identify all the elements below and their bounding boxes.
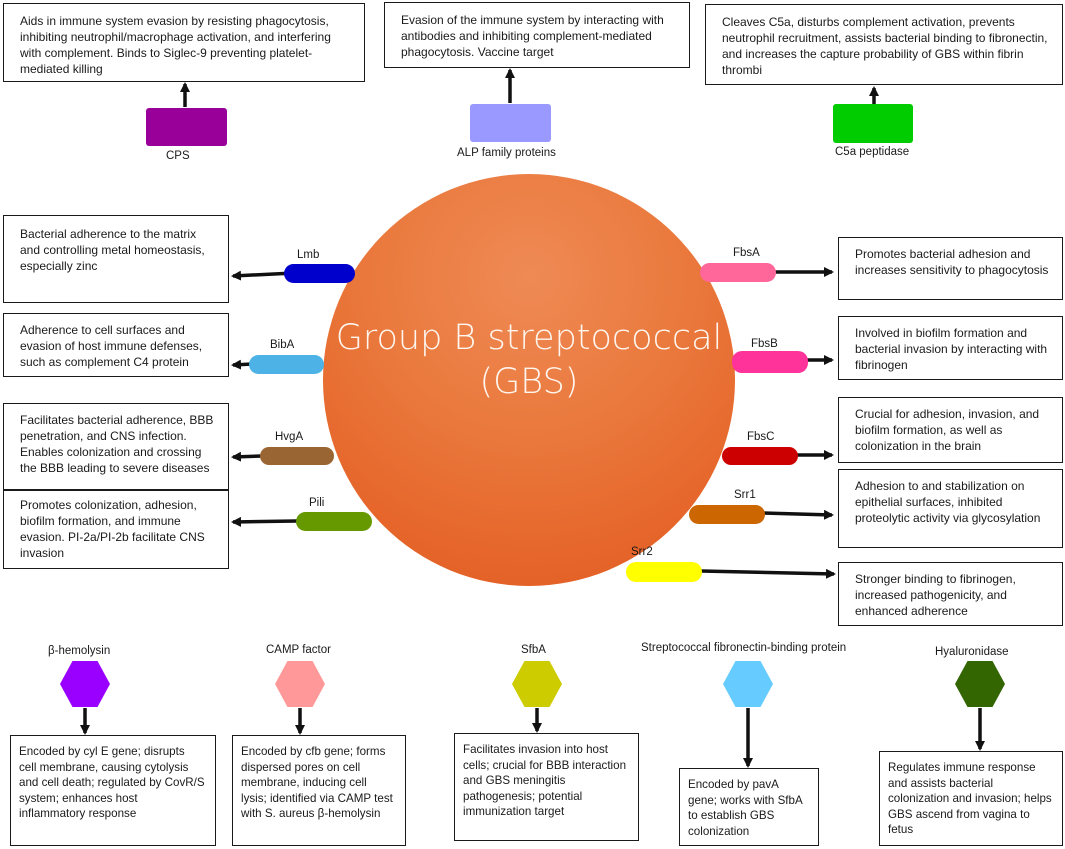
- cps-label: CPS: [166, 150, 190, 162]
- fbsa-node: [700, 263, 776, 282]
- sfba-label: SfbA: [521, 644, 546, 656]
- arrow-lmb: [231, 270, 295, 281]
- camp-description: Encoded by cfb gene; forms dispersed por…: [241, 745, 393, 820]
- lmb-description-box: Bacterial adherence to the matrix and co…: [3, 215, 229, 303]
- srr1-description: Adhesion to and stabilization on epithel…: [855, 479, 1041, 525]
- fbsa-description-box: Promotes bacterial adhesion and increase…: [838, 237, 1063, 300]
- srr2-description-box: Stronger binding to fibrinogen, increase…: [838, 562, 1063, 626]
- c5a-label: C5a peptidase: [835, 146, 910, 158]
- fbsc-node: [722, 447, 798, 465]
- cps-node: [146, 108, 227, 146]
- alp-label: ALP family proteins: [457, 147, 556, 159]
- hvga-label: HvgA: [275, 431, 304, 443]
- arrow-srr1: [762, 509, 834, 520]
- lmb-node: [284, 264, 355, 283]
- sfba-description: Facilitates invasion into host cells; cr…: [463, 743, 627, 818]
- srr2-node: [626, 562, 702, 582]
- c5a-description: Cleaves C5a, disturbs complement activat…: [722, 15, 1048, 77]
- lmb-description: Bacterial adherence to the matrix and co…: [20, 227, 205, 273]
- c5a-node: [833, 104, 913, 143]
- fbsb-label: FbsB: [751, 338, 778, 350]
- biba-description-box: Adherence to cell surfaces and evasion o…: [3, 313, 229, 377]
- bhemolysin-node: [60, 661, 110, 707]
- sfbp-description-box: Encoded by pavA gene; works with SfbA to…: [679, 768, 819, 846]
- hvga-description-box: Facilitates bacterial adherence, BBB pen…: [3, 403, 229, 490]
- hyaluronidase-description: Regulates immune response and assists ba…: [888, 761, 1052, 836]
- camp-node: [275, 661, 325, 707]
- hvga-node: [260, 447, 334, 465]
- biba-label: BibA: [270, 339, 295, 351]
- lmb-label: Lmb: [297, 249, 320, 261]
- srr1-label: Srr1: [734, 489, 756, 501]
- sfbp-description: Encoded by pavA gene; works with SfbA to…: [688, 778, 803, 838]
- pili-description-box: Promotes colonization, adhesion, biofilm…: [3, 490, 229, 569]
- srr2-label: Srr2: [631, 546, 653, 558]
- alp-node: [470, 104, 551, 142]
- gbs-center-circle: [323, 174, 735, 586]
- pili-node: [296, 512, 372, 531]
- arrow-hvga: [231, 451, 263, 462]
- center-title: Group B streptococcal (GBS): [335, 318, 723, 402]
- cps-description: Aids in immune system evasion by resisti…: [20, 14, 331, 76]
- arrow-srr2: [700, 568, 836, 579]
- srr2-description: Stronger binding to fibrinogen, increase…: [855, 572, 1016, 618]
- fbsa-description: Promotes bacterial adhesion and increase…: [855, 247, 1049, 277]
- arrow-biba: [231, 359, 253, 370]
- pili-description: Promotes colonization, adhesion, biofilm…: [20, 498, 205, 560]
- cps-description-box: Aids in immune system evasion by resisti…: [3, 3, 365, 82]
- fbsc-description-box: Crucial for adhesion, invasion, and biof…: [838, 397, 1063, 463]
- srr1-node: [689, 505, 765, 524]
- fbsa-label: FbsA: [733, 247, 760, 259]
- fbsc-description: Crucial for adhesion, invasion, and biof…: [855, 407, 1040, 453]
- alp-description: Evasion of the immune system by interact…: [401, 13, 664, 59]
- biba-description: Adherence to cell surfaces and evasion o…: [20, 323, 203, 369]
- arrow-pili: [231, 516, 298, 527]
- srr1-description-box: Adhesion to and stabilization on epithel…: [838, 469, 1063, 548]
- bhemolysin-description: Encoded by cyl E gene; disrupts cell mem…: [19, 745, 205, 820]
- fbsc-label: FbsC: [747, 431, 775, 443]
- camp-description-box: Encoded by cfb gene; forms dispersed por…: [232, 735, 406, 846]
- fbsb-description-box: Involved in biofilm formation and bacter…: [838, 316, 1063, 380]
- alp-description-box: Evasion of the immune system by interact…: [384, 2, 690, 68]
- fbsb-description: Involved in biofilm formation and bacter…: [855, 326, 1048, 372]
- bhemolysin-label: β-hemolysin: [48, 645, 111, 657]
- hyaluronidase-description-box: Regulates immune response and assists ba…: [879, 751, 1063, 846]
- c5a-description-box: Cleaves C5a, disturbs complement activat…: [705, 4, 1063, 85]
- bhemolysin-description-box: Encoded by cyl E gene; disrupts cell mem…: [10, 735, 216, 846]
- pili-label: Pili: [309, 497, 325, 509]
- camp-label: CAMP factor: [266, 644, 331, 656]
- sfbp-label: Streptococcal fibronectin-binding protei…: [641, 642, 847, 654]
- sfba-description-box: Facilitates invasion into host cells; cr…: [454, 733, 639, 841]
- biba-node: [249, 355, 324, 374]
- hyaluronidase-label: Hyaluronidase: [935, 646, 1009, 658]
- hvga-description: Facilitates bacterial adherence, BBB pen…: [20, 413, 214, 475]
- fbsb-node: [732, 351, 808, 373]
